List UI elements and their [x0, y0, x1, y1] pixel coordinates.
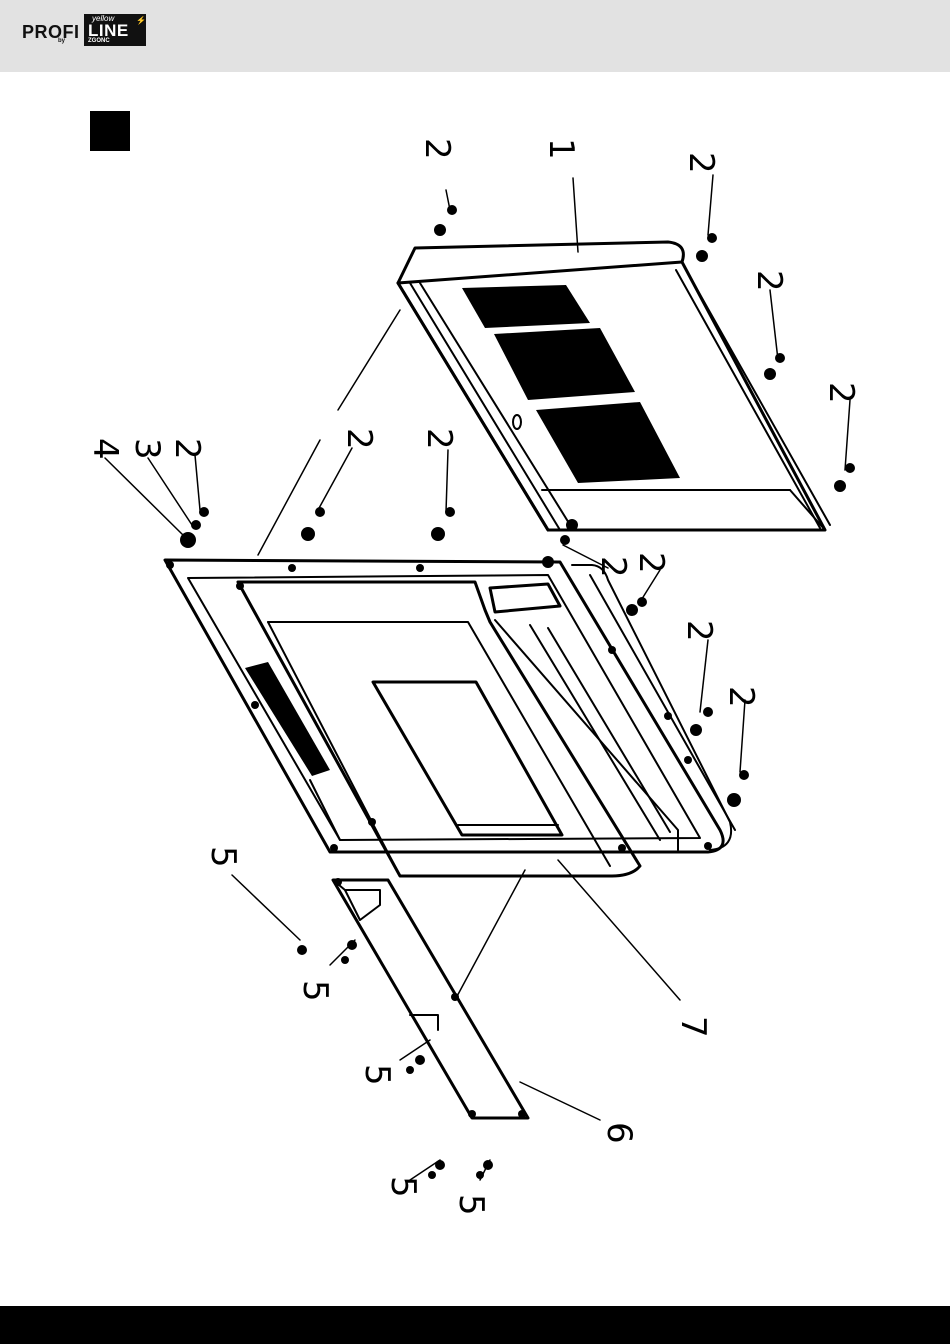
callout-2: 2 [681, 152, 721, 174]
callout-2: 2 [821, 382, 861, 404]
washer-nut-parts-3-4 [180, 532, 196, 548]
main-body-vent-slots [245, 662, 330, 776]
callout-5: 5 [203, 846, 243, 868]
callout-6: 6 [599, 1122, 639, 1144]
main-body-part-7 [165, 560, 735, 876]
callout-2: 2 [417, 138, 457, 160]
callout-5: 5 [295, 980, 335, 1002]
brand-logo: PROFI yellow LINE by ZGONC ⚡ [22, 14, 146, 46]
callout-2: 2 [631, 552, 671, 574]
callout-5: 5 [357, 1064, 397, 1086]
callout-2: 2 [339, 428, 379, 450]
callout-7: 7 [673, 1016, 713, 1038]
callout-2: 2 [593, 556, 633, 578]
page-header: PROFI yellow LINE by ZGONC ⚡ [0, 0, 950, 72]
exploded-view-diagram: 1 2 2 2 2 2 2 2 2 2 2 2 3 4 5 5 5 5 5 6 … [0, 72, 950, 1306]
page-footer-bar [0, 1306, 950, 1344]
callout-2: 2 [749, 270, 789, 292]
logo-text-profi: PROFI [22, 22, 80, 43]
top-unit-grille [462, 285, 680, 483]
callout-5: 5 [451, 1194, 491, 1216]
callout-1: 1 [541, 138, 581, 160]
callout-2: 2 [679, 620, 719, 642]
callout-2: 2 [167, 438, 207, 460]
callout-3: 3 [127, 438, 167, 460]
logo-bolt-icon: ⚡ [136, 16, 146, 25]
logo-text-by: by [58, 38, 65, 44]
logo-text-maker: ZGONC [88, 38, 110, 44]
screws-part-5 [297, 940, 493, 1179]
callout-2: 2 [721, 686, 761, 708]
callout-2: 2 [419, 428, 459, 450]
callout-4: 4 [85, 438, 125, 460]
callout-5: 5 [383, 1176, 423, 1198]
